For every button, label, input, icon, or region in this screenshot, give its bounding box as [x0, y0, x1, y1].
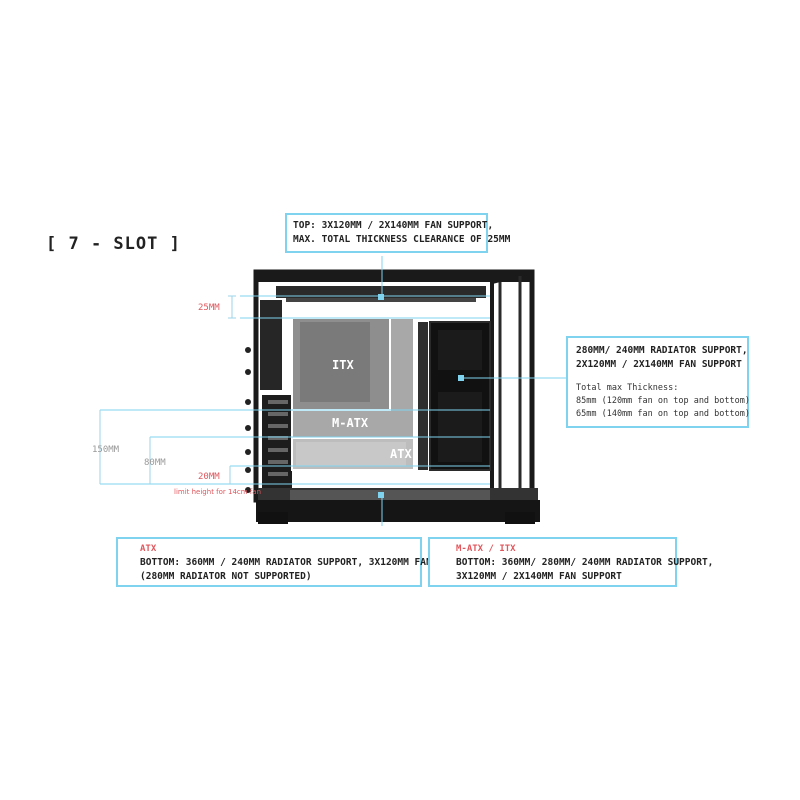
- atx-callout-line2: (280MM RADIATOR NOT SUPPORTED): [140, 571, 312, 582]
- atx-callout: ATX BOTTOM: 360MM / 240MM RADIATOR SUPPO…: [116, 537, 478, 587]
- bottom-gap-label: 20MM: [198, 472, 220, 482]
- motherboard-overlays: [291, 317, 415, 471]
- case-frame: [245, 269, 540, 524]
- right-callout-line2: 2X120MM / 2X140MM FAN SUPPORT: [576, 359, 742, 370]
- slot-title: [ 7 - SLOT ]: [46, 234, 181, 254]
- top-callout-line2: MAX. TOTAL THICKNESS CLEARANCE OF 25MM: [293, 234, 511, 245]
- height-150-label: 150MM: [92, 445, 120, 455]
- matx-callout-head: M-ATX / ITX: [456, 544, 516, 554]
- matx-callout-line2: 3X120MM / 2X140MM FAN SUPPORT: [456, 571, 622, 582]
- top-callout-line1: TOP: 3X120MM / 2X140MM FAN SUPPORT,: [293, 220, 494, 231]
- right-callout: 280MM/ 240MM RADIATOR SUPPORT, 2X120MM /…: [566, 336, 750, 428]
- atx-label: ATX: [390, 447, 412, 461]
- height-80-label: 80MM: [144, 458, 166, 468]
- fan-limit-note: limit height for 14cm fan: [174, 488, 262, 496]
- atx-callout-head: ATX: [140, 544, 157, 554]
- itx-label: ITX: [332, 358, 354, 372]
- atx-callout-line1: BOTTOM: 360MM / 240MM RADIATOR SUPPORT, …: [140, 557, 478, 568]
- top-gap-label: 25MM: [198, 303, 220, 313]
- right-callout-sub2: 65mm (140mm fan on top and bottom): [576, 409, 750, 419]
- right-callout-line1: 280MM/ 240MM RADIATOR SUPPORT,: [576, 345, 748, 356]
- matx-label: M-ATX: [332, 416, 369, 430]
- right-callout-sub1: 85mm (120mm fan on top and bottom): [576, 396, 750, 406]
- matx-callout-line1: BOTTOM: 360MM/ 280MM/ 240MM RADIATOR SUP…: [456, 557, 714, 568]
- matx-callout: M-ATX / ITX BOTTOM: 360MM/ 280MM/ 240MM …: [428, 537, 714, 587]
- top-callout: TOP: 3X120MM / 2X140MM FAN SUPPORT, MAX.…: [285, 213, 511, 253]
- right-callout-subhead: Total max Thickness:: [576, 383, 679, 393]
